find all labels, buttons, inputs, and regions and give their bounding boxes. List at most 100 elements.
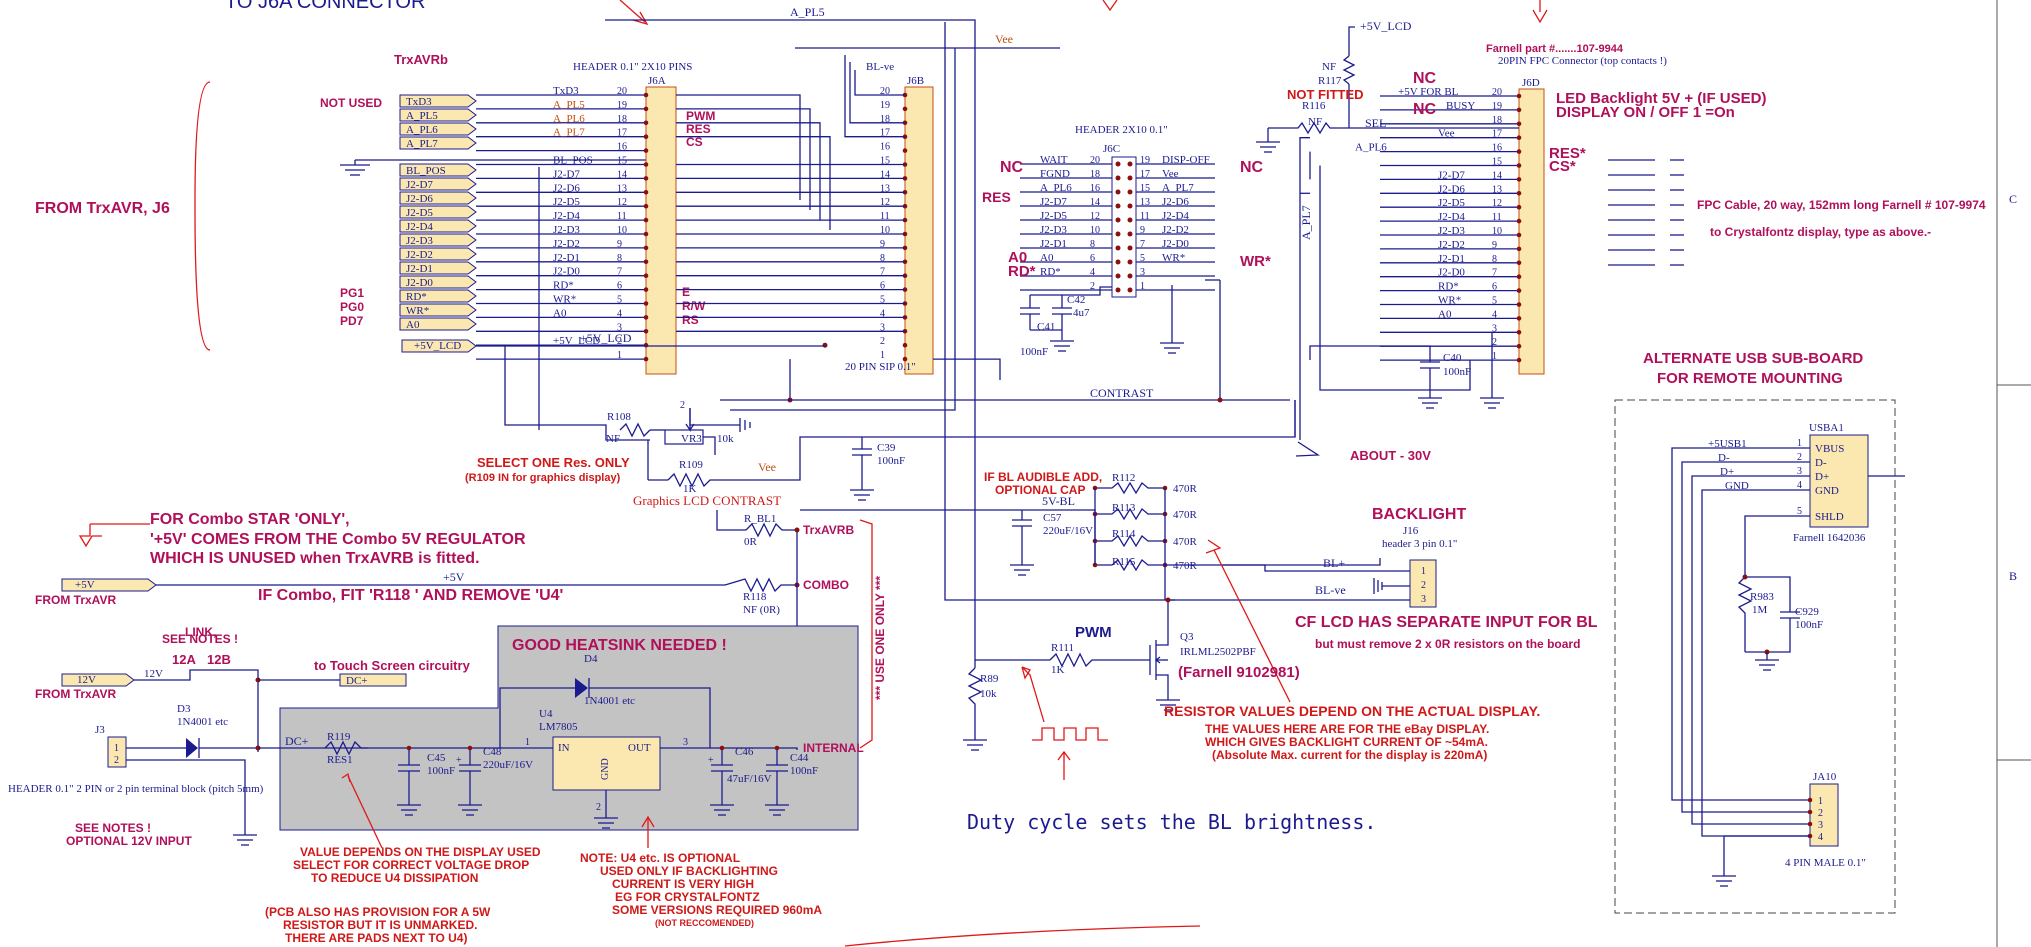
usb-pin-number: 3 — [1797, 466, 1802, 477]
j6a-net-label: RD* — [553, 280, 574, 292]
j6c-right-net: DISP-OFF — [1162, 154, 1210, 166]
j6a-net-label: J2-D6 — [553, 182, 580, 194]
ja10-pin-number: 2 — [1818, 808, 1823, 819]
pg1-label: PG1 — [340, 286, 364, 300]
bl-plus: BL+ — [1323, 556, 1345, 570]
net-plus5v-lcd: +5V_LCD — [580, 331, 632, 345]
port-label: J2-D6 — [406, 193, 433, 205]
pwm-waveform — [1032, 727, 1108, 741]
resistor-r89 — [967, 667, 983, 740]
j6a-pin-dot — [643, 245, 649, 251]
j6a-net-label: J2-D5 — [553, 196, 580, 208]
bl-audible-note: IF BL AUDIBLE ADD, — [984, 470, 1102, 484]
link-label: LINK, — [185, 625, 216, 639]
j6a-pin-number: 5 — [617, 295, 622, 306]
c57-val: 220uF/16V — [1043, 525, 1093, 537]
j6b-caption: 20 PIN SIP 0.1" — [845, 361, 916, 373]
resistor-r117 — [1342, 55, 1356, 85]
bl-ve: BL-ve — [1315, 583, 1346, 597]
usb-pin-number: 2 — [1797, 452, 1802, 463]
usb-net-label: +5USB1 — [1708, 438, 1747, 450]
j6d-pin-dot — [1516, 149, 1522, 154]
j6c-nc-left: NC — [1000, 159, 1024, 176]
j6c-right-net: J2-D0 — [1162, 238, 1189, 250]
j6b-pin-number: 8 — [880, 253, 885, 264]
port-label: RD* — [406, 291, 427, 303]
j6d-title: 20PIN FPC Connector (top contacts !) — [1498, 55, 1667, 67]
j6d-pin-dot — [1516, 316, 1522, 321]
j6d-farnell: Farnell part #.......107-9944 — [1486, 43, 1624, 55]
usb-pin-label: SHLD — [1815, 511, 1844, 523]
duty-cycle-note: Duty cycle sets the BL brightness. — [967, 810, 1376, 834]
j6a-pin-dot — [643, 162, 649, 167]
backlight-title: BACKLIGHT — [1372, 506, 1466, 523]
j6b-pin-dot — [902, 356, 908, 362]
bl-resistor — [1095, 507, 1165, 521]
j6b-pin-dot — [902, 148, 908, 153]
j6d-pin-dot — [1516, 274, 1522, 280]
j6c-title: HEADER 2X10 0.1" — [1075, 124, 1168, 136]
r113-ref: R113 — [1112, 502, 1136, 514]
j6d-net-label: Vee — [1438, 128, 1455, 140]
j6d-pin-rows: 20+5V FOR BL19BUSY1817Vee16A_PL61514J2-D… — [1299, 86, 1522, 440]
plus5v-port — [61, 578, 157, 592]
j6d-pin-dot — [1516, 121, 1522, 127]
left-port-list: TxD3A_PL5A_PL6A_PL7BL_POSJ2-D7J2-D6J2-D5… — [399, 94, 477, 331]
j6d-pin-number: 8 — [1492, 254, 1497, 265]
j6a-pin-number: 18 — [617, 114, 627, 125]
ja10-desc: 4 PIN MALE 0.1" — [1785, 857, 1866, 869]
ground-ja10 — [1712, 836, 1736, 887]
j6d-pin-number: 9 — [1492, 240, 1497, 251]
j3-pin1: 1 — [114, 743, 119, 754]
c929-val: 100nF — [1795, 619, 1823, 631]
port-flag — [399, 177, 477, 191]
d3-val: 1N4001 etc — [177, 716, 228, 728]
usba1-ref: USBA1 — [1809, 422, 1844, 434]
c45-ref: C45 — [427, 752, 446, 764]
ground-j6c — [1160, 285, 1184, 354]
j6a-net-label: A_PL5 — [553, 99, 585, 111]
j6c-left-net: J2-D3 — [1040, 224, 1067, 236]
port-flag — [399, 163, 477, 177]
c45-val: 100nF — [427, 765, 455, 777]
j6d-pin-number: 19 — [1492, 101, 1502, 112]
ground-r116 — [1256, 128, 1280, 153]
j6c-right-pin: 5 — [1140, 253, 1145, 264]
u4-note-1: NOTE: U4 etc. IS OPTIONAL — [580, 851, 740, 865]
u4-out: OUT — [628, 742, 651, 754]
regulator-u4 — [552, 736, 661, 791]
u4-pin3: 3 — [683, 737, 688, 748]
r109-ref: R109 — [679, 459, 703, 471]
to-crystalfontz-note: to Crystalfontz display, type as above.- — [1710, 225, 1931, 239]
j6c-header — [1111, 156, 1137, 298]
connector-title: TO J6A CONNECTOR — [225, 0, 425, 13]
use-one-only-note: *** USE ONE ONLY *** — [873, 576, 887, 700]
j6c-right-pin: 11 — [1140, 211, 1150, 222]
j6d-pin-dot — [1516, 357, 1522, 363]
j6d-pin-number: 20 — [1492, 87, 1502, 98]
port-label: BL_POS — [406, 165, 446, 177]
j6c-left-pin: 2 — [1090, 281, 1095, 292]
port-label: J2-D0 — [406, 277, 433, 289]
u4-val: LM7805 — [539, 721, 578, 733]
j6a-pin-rows: 20TxD319A_PL518A_PL617A_PL71615BL_POS14J… — [476, 85, 649, 362]
j6d-pin-dot — [1516, 135, 1522, 140]
j6d-pin-number: 4 — [1492, 309, 1497, 320]
plus5v-lcd-port — [401, 339, 477, 353]
j6c-right-pin: 9 — [1140, 225, 1145, 236]
j6c-left-net: A_PL6 — [1040, 182, 1072, 194]
j6d-pin-dot — [1516, 204, 1522, 210]
from-trxavr-j6: FROM TrxAVR, J6 — [35, 200, 170, 217]
j6a-pin-dot — [643, 301, 649, 306]
j6c-left-pin: 20 — [1090, 155, 1100, 166]
value-note-1: VALUE DEPENDS ON THE DISPLAY USED — [300, 845, 541, 859]
ground-usb — [1755, 652, 1779, 671]
ground-u4 — [594, 817, 618, 829]
net-apl5-top: A_PL5 — [790, 5, 825, 19]
usb-title-1: ALTERNATE USB SUB-BOARD — [1643, 350, 1863, 367]
j6c-left-pin: 12 — [1090, 211, 1100, 222]
brace — [194, 81, 211, 351]
vr3-ref: VR3 — [681, 433, 702, 445]
